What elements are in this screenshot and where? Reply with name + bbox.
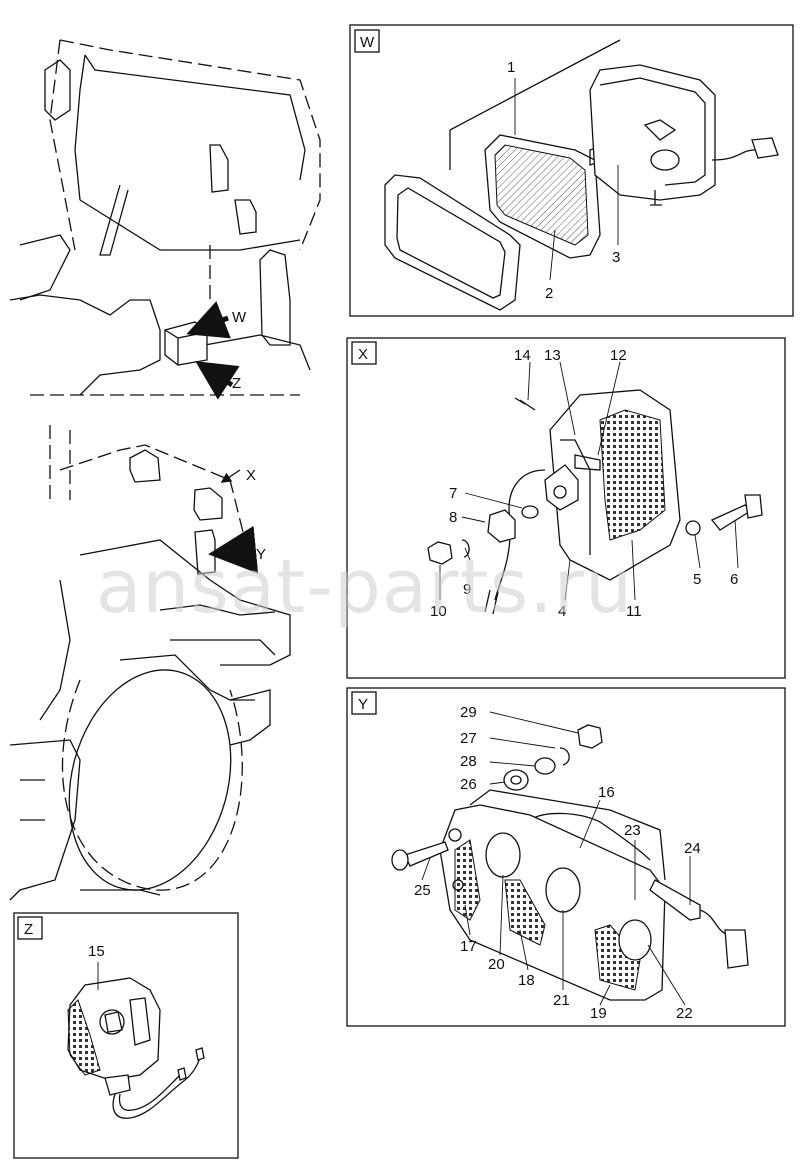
- part-label-28: 28: [460, 753, 477, 770]
- part-label-13: 13: [544, 347, 561, 364]
- part-label-8: 8: [449, 509, 457, 526]
- view-tag-w: W: [360, 34, 375, 51]
- view-w-frame: [349, 24, 794, 317]
- part-label-15: 15: [88, 943, 105, 960]
- overview-front-machine: [9, 39, 321, 400]
- part-label-20: 20: [488, 956, 505, 973]
- part-label-25: 25: [414, 882, 431, 899]
- view-z-work-lamp: [67, 977, 205, 1119]
- part-label-17: 17: [460, 938, 477, 955]
- part-label-18: 18: [518, 972, 535, 989]
- view-x-frame: [346, 337, 786, 679]
- part-label-21: 21: [553, 992, 570, 1009]
- part-label-27: 27: [460, 730, 477, 747]
- view-z-frame: [13, 912, 239, 1159]
- part-label-24: 24: [684, 840, 701, 857]
- view-x-lamp: [427, 389, 763, 615]
- part-label-11: 11: [626, 603, 642, 620]
- overview-rear-machine: [9, 425, 291, 901]
- view-y-frame: [346, 687, 786, 1027]
- part-label-22: 22: [676, 1005, 693, 1022]
- view-tag-z: Z: [24, 921, 33, 938]
- arrow-label-y: Y: [256, 546, 266, 563]
- part-label-9: 9: [463, 581, 471, 598]
- view-y-leaders: [421, 711, 691, 1006]
- part-label-5: 5: [693, 571, 701, 588]
- part-label-29: 29: [460, 704, 477, 721]
- part-label-19: 19: [590, 1005, 607, 1022]
- watermark-text: ansat-parts.ru: [96, 544, 633, 630]
- part-label-3: 3: [612, 249, 620, 266]
- part-label-1: 1: [507, 59, 515, 76]
- arrow-label-w: W: [232, 309, 247, 326]
- view-w-headlamp: [384, 39, 779, 311]
- view-y-combination-lamp: [391, 724, 749, 1001]
- part-label-12: 12: [610, 347, 627, 364]
- view-tag-x: X: [358, 346, 368, 363]
- part-label-4: 4: [558, 603, 566, 620]
- part-label-14: 14: [514, 347, 531, 364]
- view-tag-y: Y: [358, 696, 368, 713]
- part-label-26: 26: [460, 776, 477, 793]
- part-label-2: 2: [545, 285, 553, 302]
- part-label-10: 10: [430, 603, 447, 620]
- arrow-label-x: X: [246, 467, 256, 484]
- view-w-leaders: [514, 78, 619, 281]
- part-label-23: 23: [624, 822, 641, 839]
- part-label-16: 16: [598, 784, 615, 801]
- part-label-6: 6: [730, 571, 738, 588]
- arrow-label-z: Z: [232, 375, 241, 392]
- view-x-leaders: [439, 361, 739, 601]
- part-label-7: 7: [449, 485, 457, 502]
